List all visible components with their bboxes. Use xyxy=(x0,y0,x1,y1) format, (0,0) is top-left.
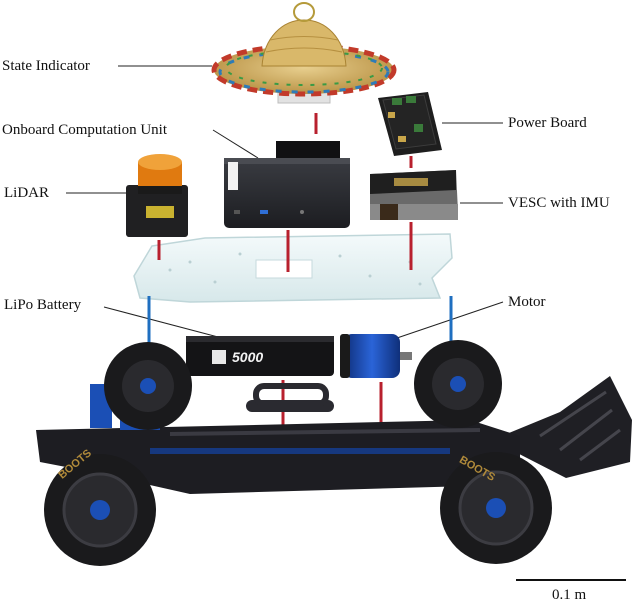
hat-crown xyxy=(261,19,347,67)
onboard-computation-unit xyxy=(224,141,350,228)
rear-left-wheel xyxy=(440,452,552,564)
label-vesc-with-imu: VESC with IMU xyxy=(508,195,610,211)
vesc-with-imu xyxy=(370,170,458,220)
label-motor: Motor xyxy=(508,294,546,310)
rear-right-wheel xyxy=(414,340,502,428)
lipo-battery: 5000 xyxy=(186,336,334,376)
motor xyxy=(340,334,412,378)
leader-computation-unit xyxy=(212,129,259,159)
state-indicator-hat xyxy=(211,2,397,104)
label-onboard-computation-unit: Onboard Computation Unit xyxy=(2,122,167,138)
front-left-wheel xyxy=(44,454,156,566)
front-right-wheel xyxy=(104,342,192,430)
label-state-indicator: State Indicator xyxy=(2,58,90,74)
label-power-board: Power Board xyxy=(508,115,587,131)
scale-bar-label: 0.1 m xyxy=(552,587,587,603)
leader-lipo xyxy=(103,306,219,338)
label-lidar: LiDAR xyxy=(4,185,49,201)
car-chassis: BOOTS BOOTS xyxy=(36,340,632,566)
lidar xyxy=(126,154,188,237)
mounting-plate xyxy=(133,233,453,303)
battery-capacity: 5000 xyxy=(232,349,263,365)
hat-ring xyxy=(293,2,315,22)
label-lipo-battery: LiPo Battery xyxy=(4,297,82,313)
power-board xyxy=(378,92,442,156)
